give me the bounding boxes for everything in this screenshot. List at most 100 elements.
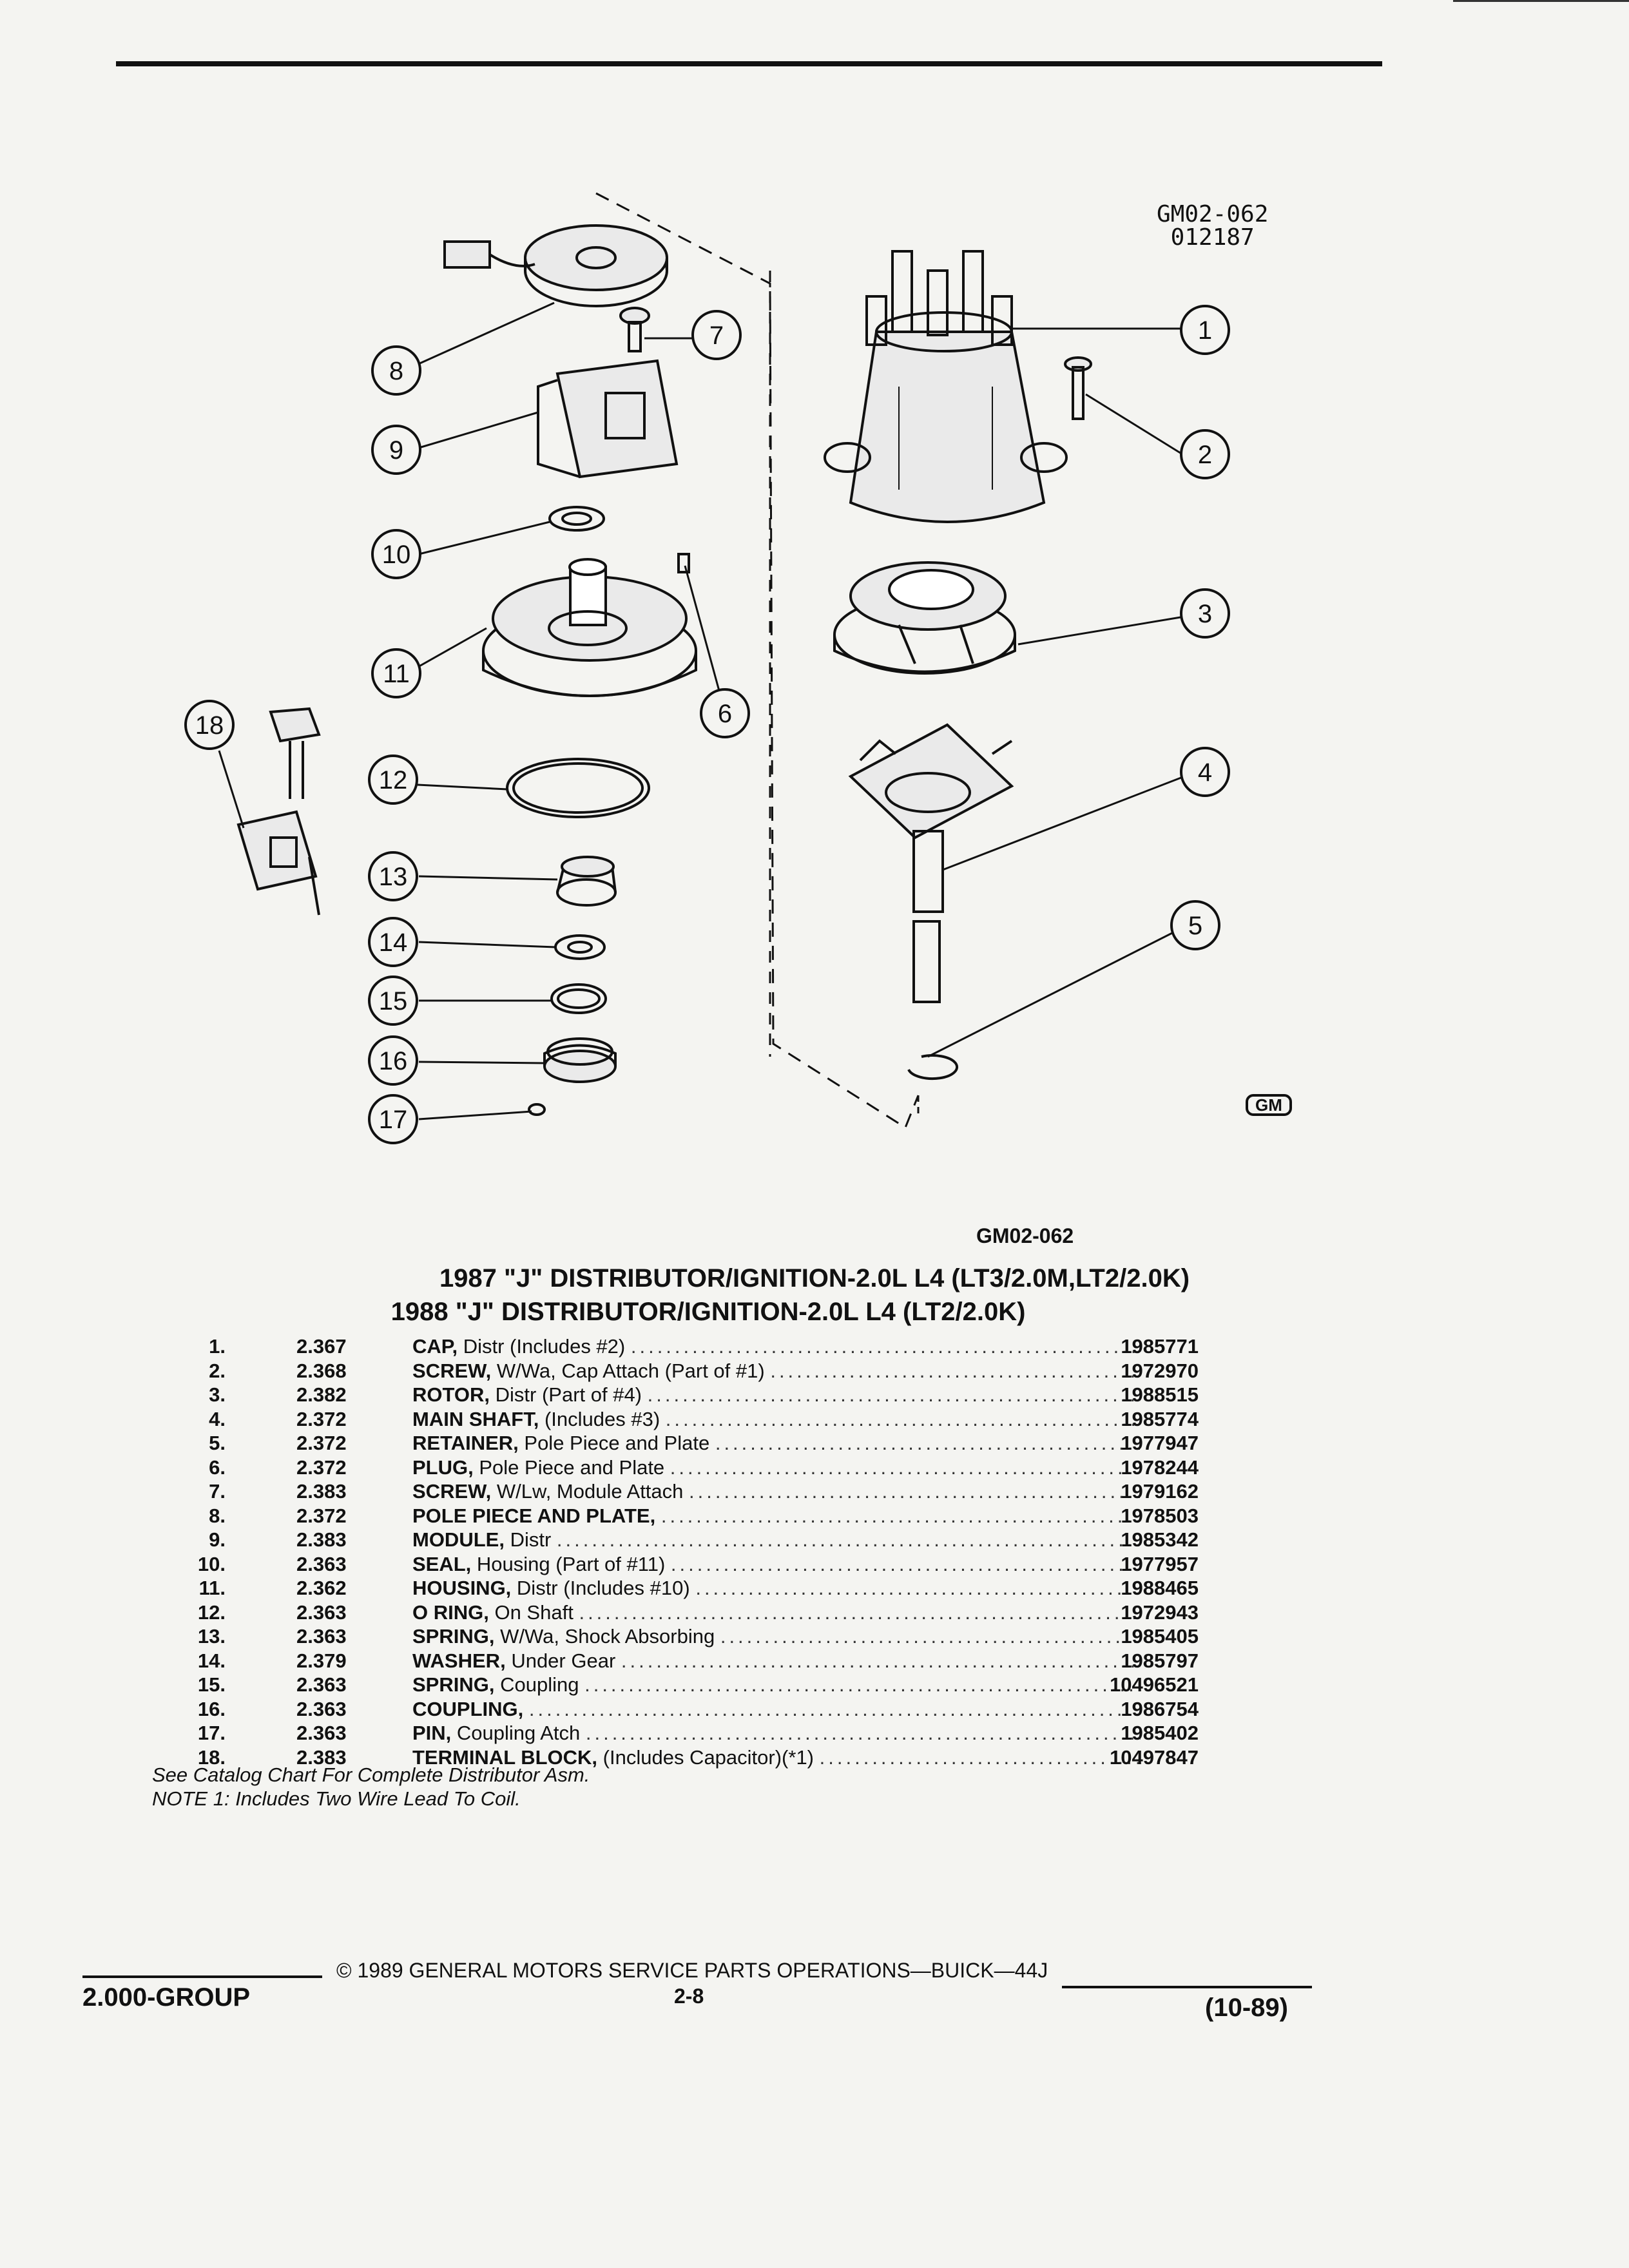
part-description: MAIN SHAFT, (Includes #3) ..............… — [412, 1408, 1141, 1431]
callout-label-16: 16 — [379, 1047, 408, 1075]
part-detail: Pole Piece and Plate — [524, 1432, 710, 1454]
retainer-illustration — [907, 1054, 959, 1081]
part-index: 8. — [209, 1504, 226, 1527]
part-detail: W/Wa, Shock Absorbing — [500, 1625, 715, 1648]
part-name: CAP, — [412, 1335, 458, 1358]
part-number: 1978244 — [1121, 1456, 1199, 1479]
leader-dots: ........................................… — [695, 1577, 1141, 1599]
coupling-spring-illustration — [550, 983, 607, 1014]
pole-piece-plate-illustration — [443, 224, 668, 307]
cap-screw-illustration — [1064, 356, 1092, 420]
callout-label-10: 10 — [382, 541, 411, 569]
footer-rule-right — [1062, 1986, 1312, 1988]
part-description: COUPLING, ..............................… — [412, 1698, 1141, 1721]
callout-label-9: 9 — [389, 436, 403, 465]
terminal-block-illustration — [236, 707, 321, 916]
part-number: 10496521 — [1110, 1673, 1199, 1696]
exploded-distributor-diagram: GM 1 2 3 4 5 6 7 8 9 10 11 12 13 14 1 — [184, 192, 1292, 1144]
part-index: 13. — [197, 1625, 226, 1648]
leader-dots: ........................................… — [720, 1625, 1141, 1648]
part-description: WASHER, Under Gear .....................… — [412, 1649, 1141, 1673]
callout-label-4: 4 — [1198, 758, 1212, 787]
part-number: 1985797 — [1121, 1649, 1199, 1672]
part-detail: W/Lw, Module Attach — [496, 1480, 684, 1503]
callout-circle-17 — [368, 1094, 418, 1144]
part-number: 1972970 — [1121, 1359, 1199, 1382]
part-detail: Coupling Atch — [456, 1722, 581, 1744]
callout-circle-1 — [1180, 305, 1230, 355]
part-name: SCREW, — [412, 1359, 492, 1382]
part-group: 2.379 — [296, 1649, 347, 1672]
part-group: 2.372 — [296, 1407, 347, 1430]
part-detail: On Shaft — [494, 1600, 574, 1624]
plug-illustration — [677, 553, 690, 573]
leader-dots: ........................................… — [528, 1697, 1141, 1720]
part-group: 2.363 — [296, 1722, 347, 1744]
callout-label-6: 6 — [718, 700, 732, 728]
leader-dots: ........................................… — [621, 1649, 1141, 1672]
callout-circle-13 — [368, 851, 418, 901]
seal-illustration — [548, 506, 605, 532]
part-index: 9. — [209, 1528, 226, 1551]
part-name: SEAL, — [412, 1552, 472, 1575]
part-index: 5. — [209, 1432, 226, 1454]
callout-circle-6 — [700, 688, 750, 738]
leader-dots: ........................................… — [579, 1600, 1141, 1624]
module-screw-illustration — [619, 307, 650, 352]
part-description: PIN, Coupling Atch .....................… — [412, 1722, 1141, 1745]
part-group: 2.367 — [296, 1335, 347, 1358]
callout-circle-7 — [691, 310, 742, 360]
part-group: 2.372 — [296, 1432, 347, 1454]
part-detail: Housing (Part of #11) — [476, 1552, 666, 1575]
callout-label-14: 14 — [379, 928, 408, 957]
callout-label-2: 2 — [1198, 441, 1212, 469]
callout-label-1: 1 — [1198, 316, 1212, 345]
part-description: SEAL, Housing (Part of #11) ............… — [412, 1553, 1141, 1576]
washer-illustration — [554, 934, 606, 960]
callout-label-8: 8 — [389, 357, 403, 385]
figure-code-line-1: GM02-062 — [1157, 201, 1269, 227]
main-shaft-illustration — [848, 723, 1014, 1003]
module-illustration — [537, 359, 679, 479]
copyright-notice: © 1989 GENERAL MOTORS SERVICE PARTS OPER… — [336, 1959, 1048, 1982]
leader-dots: ........................................… — [556, 1528, 1141, 1551]
callout-circle-5 — [1170, 900, 1220, 950]
leader-dots: ........................................… — [819, 1745, 1141, 1769]
part-index: 7. — [209, 1480, 226, 1503]
part-number: 1988465 — [1121, 1577, 1199, 1599]
part-detail: W/Wa, Cap Attach (Part of #1) — [496, 1359, 765, 1382]
reference-code: GM02-062 — [976, 1224, 1074, 1247]
part-group: 2.383 — [296, 1528, 347, 1551]
leader-dots: ........................................… — [715, 1432, 1141, 1454]
part-name: MAIN SHAFT, — [412, 1407, 539, 1430]
part-name: RETAINER, — [412, 1432, 519, 1454]
footer-rule-left — [82, 1975, 322, 1978]
callout-circle-4 — [1180, 747, 1230, 797]
figure-code-line-2: 012187 — [1170, 224, 1255, 251]
part-number: 1972943 — [1121, 1600, 1199, 1624]
part-name: WASHER, — [412, 1649, 506, 1672]
part-name: MODULE, — [412, 1528, 505, 1551]
group-label: 2.000-GROUP — [82, 1983, 251, 2012]
callout-circle-18 — [184, 700, 235, 750]
callout-label-15: 15 — [379, 987, 408, 1015]
part-name: POLE PIECE AND PLATE, — [412, 1504, 656, 1527]
page-number: 2-8 — [674, 1984, 704, 2008]
figure-code: GM02-062 012187 — [1157, 203, 1268, 249]
part-number: 1985771 — [1121, 1335, 1199, 1358]
part-detail: Distr (Includes #10) — [516, 1577, 690, 1599]
part-group: 2.363 — [296, 1697, 347, 1720]
part-name: SPRING, — [412, 1673, 495, 1696]
callout-circle-9 — [371, 425, 421, 475]
part-number: 10497847 — [1110, 1745, 1199, 1769]
